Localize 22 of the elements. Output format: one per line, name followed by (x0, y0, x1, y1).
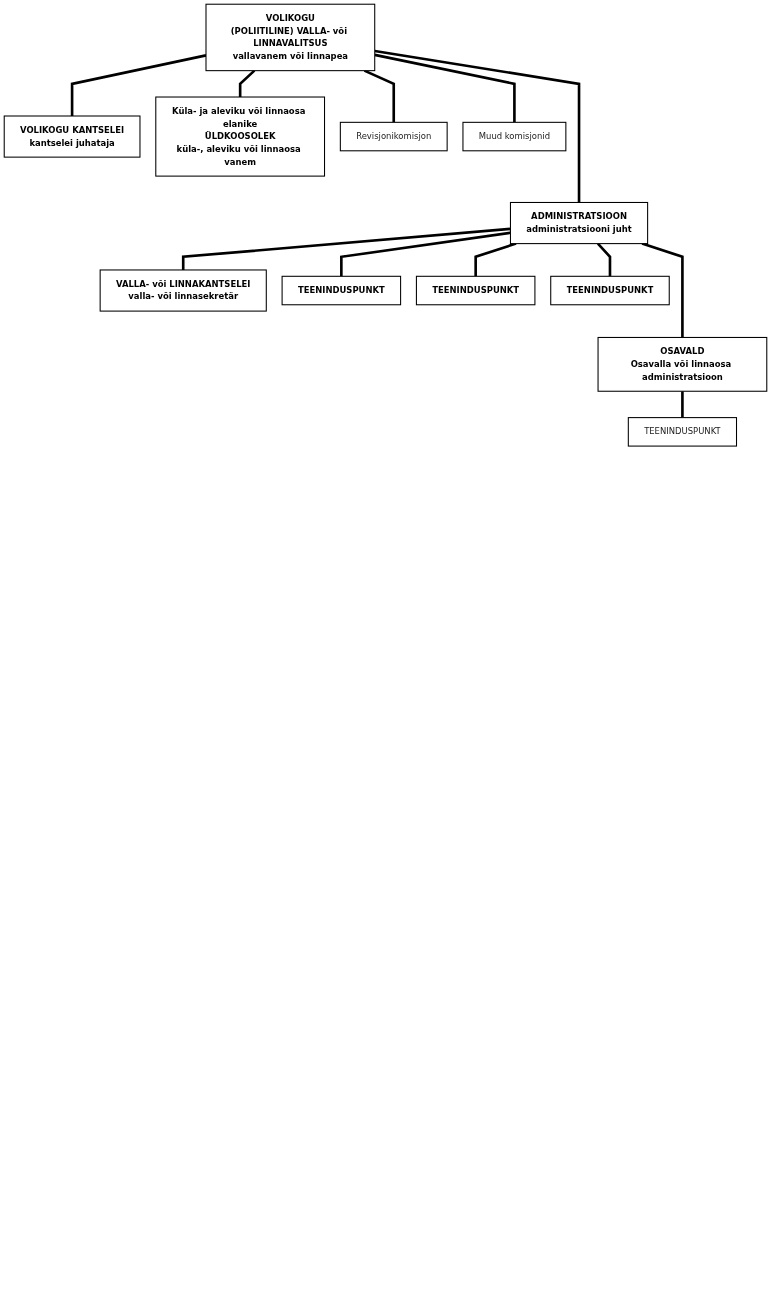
node-box: TEENINDUSPUNKT (281, 275, 402, 306)
connector (596, 242, 612, 277)
node-box: Küla- ja aleviku või linnaosa elanike ÜLDKOOSOLEK küla-, aleviku või linnaosa vanem (155, 96, 326, 177)
connector (681, 391, 684, 418)
node-box: VOLIKOGU KANTSELEI kantselei juhataja (3, 115, 141, 158)
node-box: ADMINISTRATSIOON administratsiooni juht (509, 201, 649, 245)
node-box: TEENINDUSPUNKT (550, 275, 670, 306)
node-box: Muud komisjonid (462, 121, 567, 152)
node-box: VOLIKOGU (POLIITILINE) VALLA- või LINNAVALITSUS vallavanem või linnapea (205, 3, 376, 72)
node-box: OSAVALD Osavalla või linnaosa administratsioon (597, 336, 768, 392)
connector (374, 53, 516, 123)
connector (238, 69, 256, 97)
node-box: VALLA- või LINNAKANTSELEI valla- või linnasekretär (99, 269, 267, 312)
connector (70, 54, 207, 116)
connector (474, 242, 517, 277)
node-box: Revisjonikomisjon (339, 121, 448, 152)
connector (374, 49, 581, 203)
connector (181, 227, 511, 270)
connector (340, 231, 511, 277)
node-box: TEENINDUSPUNKT (627, 417, 738, 447)
connector (641, 242, 684, 338)
node-box: TEENINDUSPUNKT (415, 275, 536, 306)
